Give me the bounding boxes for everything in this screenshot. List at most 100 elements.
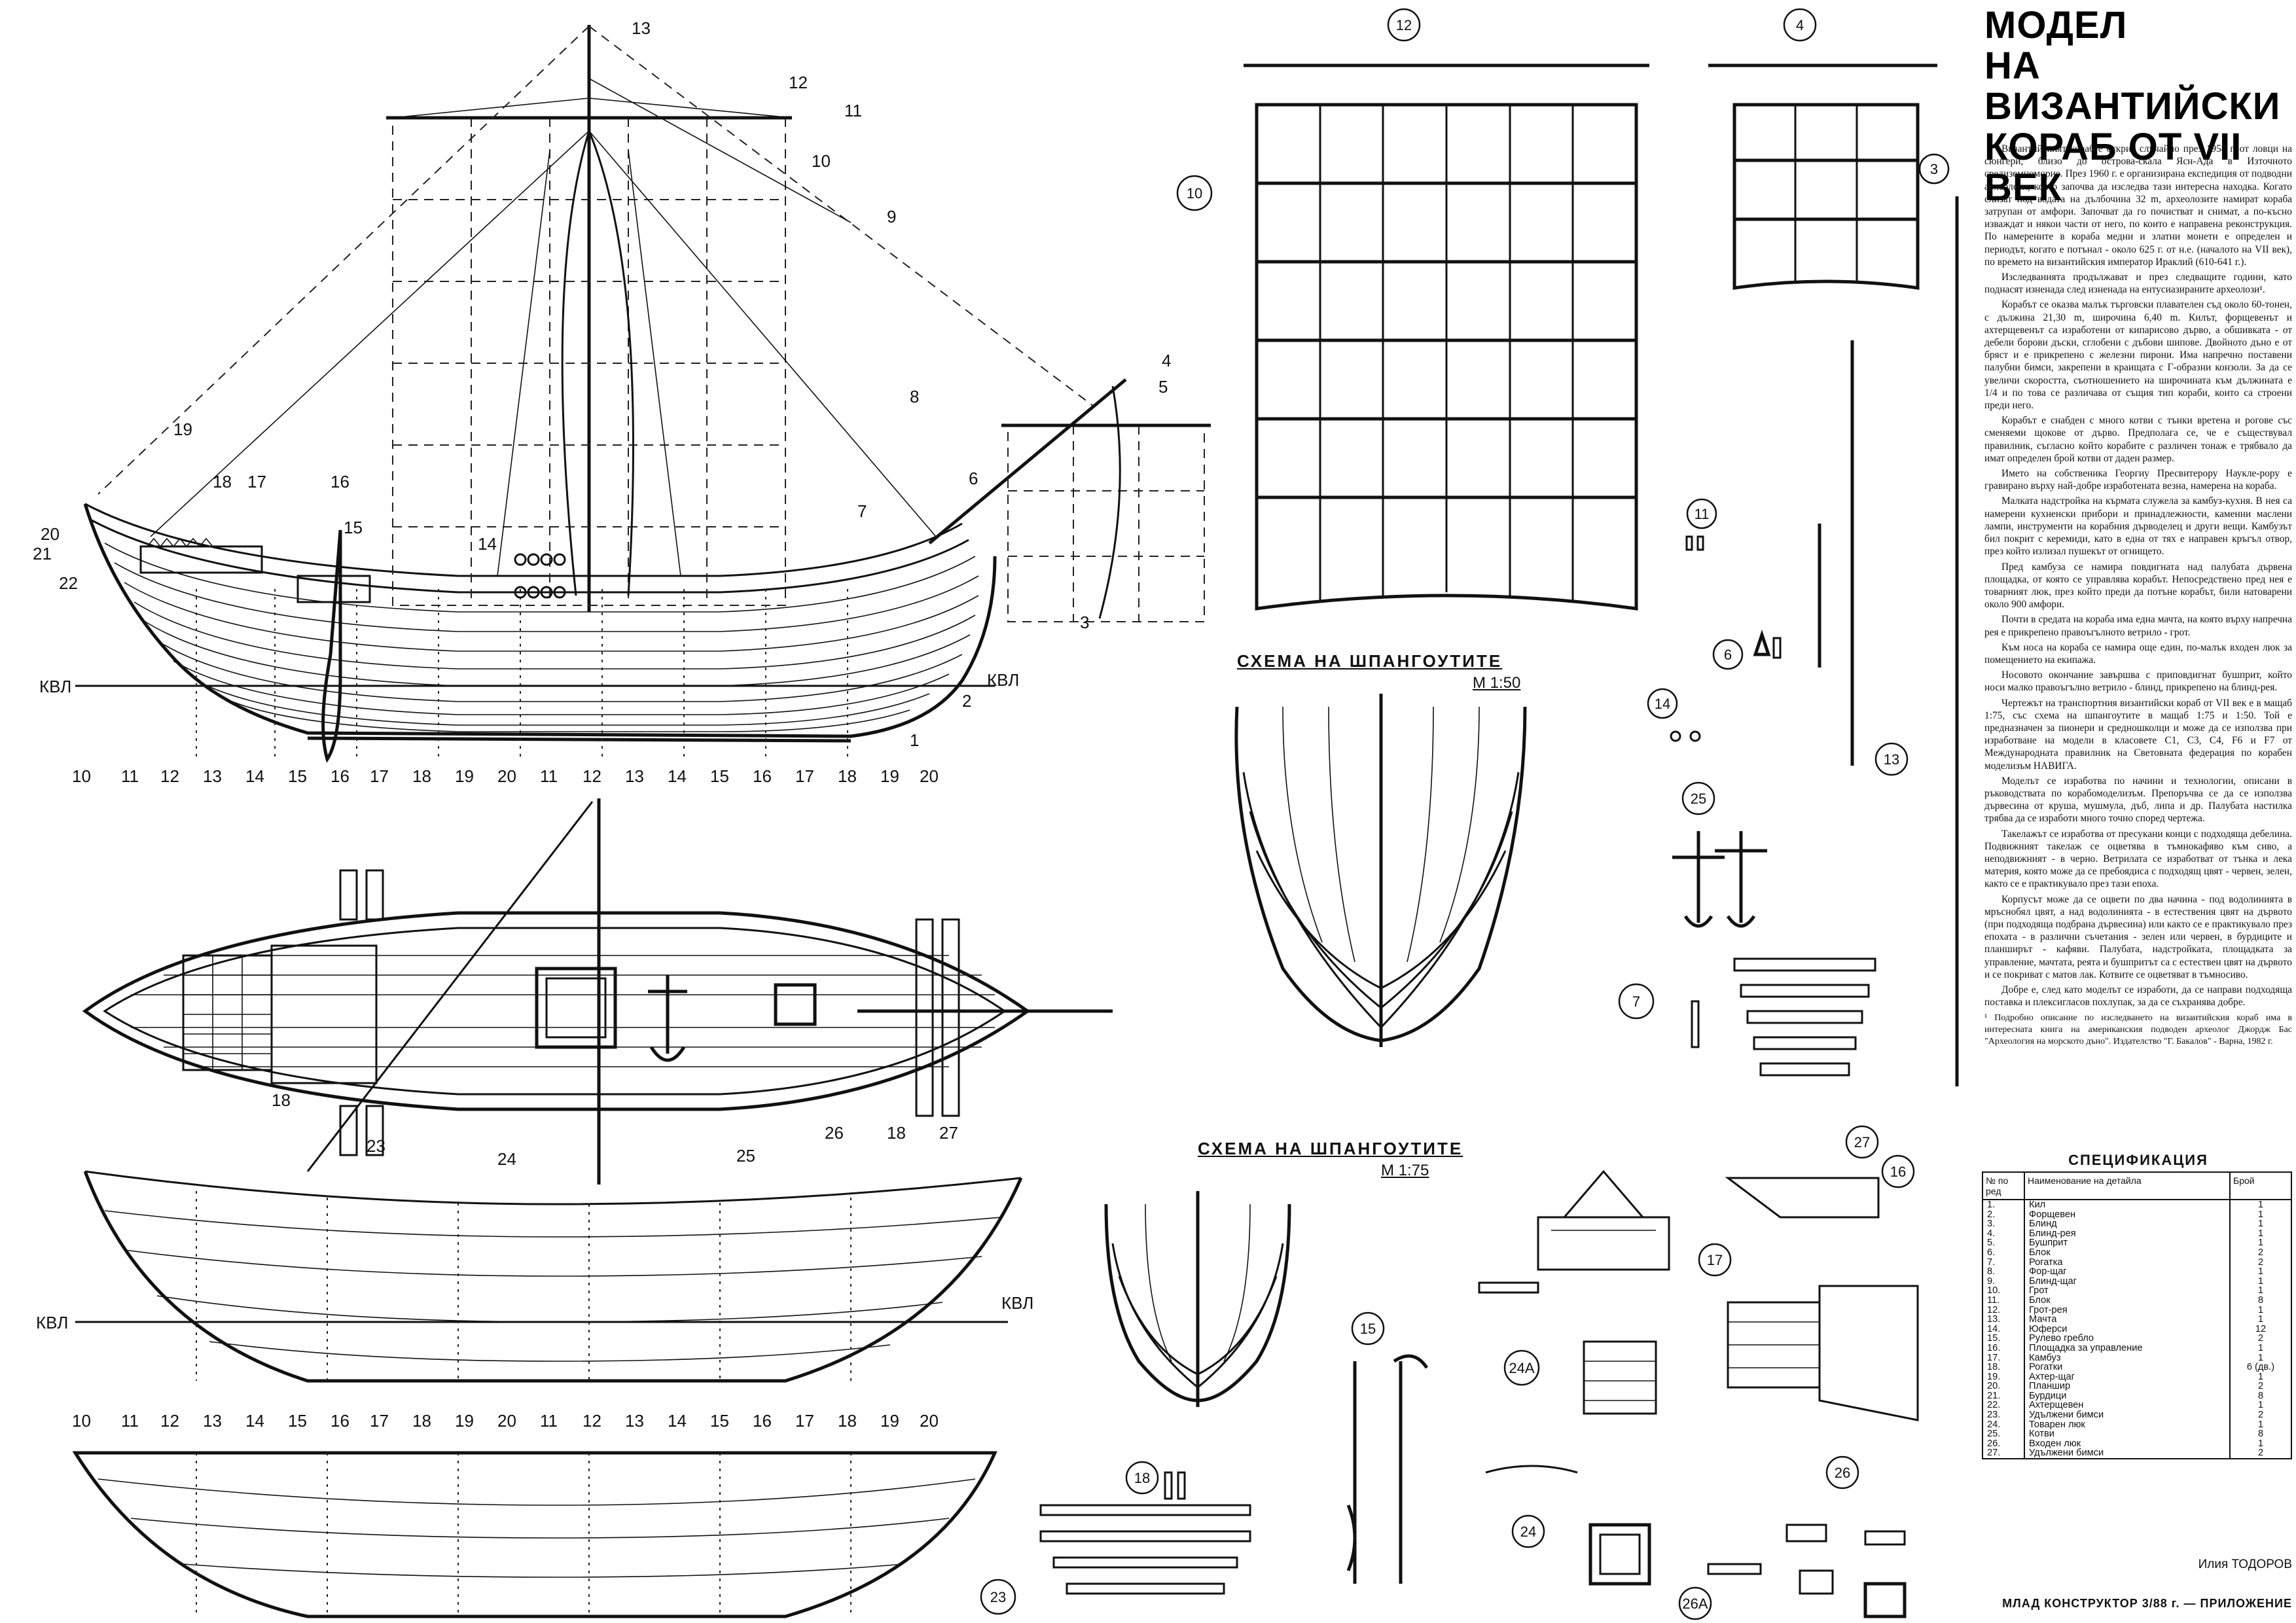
callout-3: 3 (1080, 613, 1089, 632)
svg-text:24: 24 (1520, 1524, 1536, 1540)
lines-plan-view: КВЛ КВЛ 10 11 12 13 14 15 16 17 18 19 20… (36, 1170, 1033, 1618)
plan-callout-24: 24 (497, 1149, 516, 1169)
svg-text:27: 27 (1854, 1134, 1870, 1150)
plan-callout-23: 23 (367, 1136, 386, 1156)
plan-callout-26: 26 (825, 1123, 844, 1143)
callout-9: 9 (887, 207, 896, 226)
spec-cell-num: 17. (1982, 1353, 2025, 1363)
waterline-label-side-left: КВЛ (39, 677, 71, 696)
svg-text:16: 16 (753, 766, 772, 786)
spec-cell-num: 7. (1982, 1257, 2025, 1268)
spec-cell-qty: 1 (2229, 1372, 2292, 1382)
spec-cell-name: Бурдици (2024, 1391, 2231, 1401)
spec-cell-name: Рогатки (2024, 1363, 2231, 1372)
svg-text:13: 13 (203, 766, 222, 786)
spec-cell-qty: 1 (2229, 1439, 2292, 1449)
spec-cell-name: Ахтерщевен (2024, 1400, 2231, 1411)
anchor-plan (648, 975, 687, 1062)
svg-text:15: 15 (288, 1411, 307, 1431)
spec-cell-num: 25. (1982, 1429, 2025, 1439)
entry-hatch (774, 983, 817, 1026)
spec-cell-qty: 2 (2229, 1334, 2292, 1344)
spec-cell-qty: 1 (2229, 1305, 2292, 1315)
frame-schema-1-50 (1234, 694, 1527, 1047)
spec-cell-num: 19. (1982, 1372, 2025, 1382)
spec-cell-num: 16. (1982, 1344, 2025, 1353)
svg-text:18: 18 (838, 766, 857, 786)
frame-schema-2-scale: М 1:75 (1381, 1162, 1429, 1179)
svg-text:14: 14 (1655, 696, 1670, 712)
bowsprit (928, 378, 1127, 544)
plan-callout-25: 25 (736, 1146, 755, 1166)
spec-cell-name: Рулево гребло (2024, 1334, 2231, 1344)
spec-cell-name: Фор-щаг (2024, 1267, 2231, 1277)
half-breadth-plan (72, 1451, 997, 1618)
svg-text:10: 10 (1187, 185, 1202, 202)
svg-text:19: 19 (880, 1411, 899, 1431)
spec-cell-qty: 1 (2229, 1315, 2292, 1325)
station-lines-lines (196, 1191, 852, 1381)
svg-text:19: 19 (455, 1411, 474, 1431)
spec-cell-num: 26. (1982, 1439, 2025, 1449)
article-paragraph: Византийският кораб е открит случайно пр… (1984, 143, 2292, 268)
spec-cell-num: 2. (1982, 1209, 2025, 1220)
callout-18: 18 (213, 472, 232, 491)
waterline-label-lines-left: КВЛ (36, 1313, 68, 1332)
page-title: МОДЕЛ НА ВИЗАНТИЙСКИ КОРАБ ОТ VII ВЕК (1984, 5, 2292, 208)
svg-text:7: 7 (1632, 993, 1640, 1010)
callout-1: 1 (910, 730, 919, 750)
spec-header-qty: Брой (2229, 1171, 2292, 1200)
galley-cabin (139, 545, 263, 574)
spec-cell-qty: 2 (2229, 1410, 2292, 1420)
spec-cell-qty: 2 (2229, 1257, 2292, 1268)
callout-12: 12 (789, 73, 808, 92)
svg-text:6: 6 (1724, 647, 1732, 663)
article-paragraph: Името на собственика Георгиу Пресвитерор… (1984, 468, 2292, 492)
svg-text:17: 17 (1707, 1252, 1723, 1268)
svg-text:18: 18 (838, 1411, 857, 1431)
plan-callout-27: 27 (939, 1123, 958, 1143)
spec-cell-name: Блинд-щаг (2024, 1277, 2231, 1287)
title-line-1: МОДЕЛ (1984, 4, 2128, 46)
article-paragraph: Такелажът се изработва от пресукани конц… (1984, 828, 2292, 890)
spec-cell-num: 22. (1982, 1400, 2025, 1411)
spec-cell-qty: 1 (2229, 1286, 2292, 1296)
callout-10: 10 (812, 151, 831, 171)
blind-sail-detail (1708, 63, 1937, 290)
svg-text:11: 11 (540, 766, 558, 786)
callout-7: 7 (857, 501, 867, 521)
callout-19: 19 (173, 419, 192, 439)
spec-cell-qty: 2 (2229, 1248, 2292, 1258)
spec-header-num: № по ред (1982, 1171, 2025, 1200)
svg-text:19: 19 (880, 766, 899, 786)
frame-schema-1-scale: М 1:50 (1473, 674, 1521, 692)
spec-cell-qty: 6 (дв.) (2229, 1363, 2292, 1372)
spec-cell-name: Площадка за управление (2024, 1344, 2231, 1353)
svg-text:13: 13 (625, 766, 644, 786)
callout-5: 5 (1158, 377, 1168, 397)
svg-text:16: 16 (331, 1411, 350, 1431)
side-profile-view: КВЛ КВЛ 1 2 3 4 5 6 7 8 9 10 11 12 13 14… (33, 18, 1211, 786)
svg-text:16: 16 (753, 1411, 772, 1431)
spec-cell-num: 4. (1982, 1229, 2025, 1239)
callout-17: 17 (247, 472, 266, 491)
cargo-hatch (535, 967, 617, 1049)
svg-text:15: 15 (710, 1411, 729, 1431)
spec-cell-qty: 1 (2229, 1229, 2292, 1239)
spec-cell-num: 1. (1982, 1200, 2025, 1210)
svg-text:14: 14 (668, 1411, 687, 1431)
svg-text:18: 18 (1134, 1470, 1150, 1486)
callout-15: 15 (344, 518, 363, 537)
svg-text:10: 10 (72, 766, 91, 786)
spec-cell-num: 5. (1982, 1238, 2025, 1248)
